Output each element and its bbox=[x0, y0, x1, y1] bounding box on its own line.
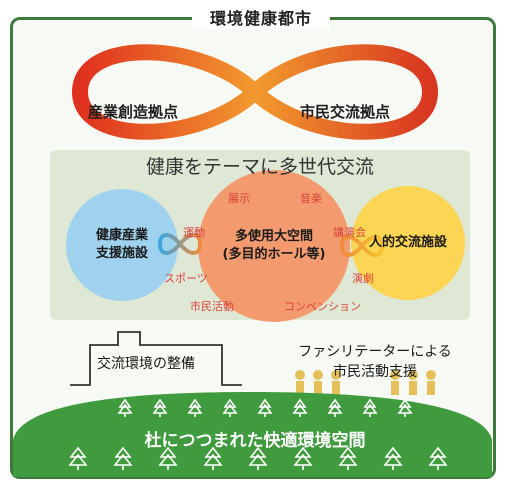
infinity-loop bbox=[72, 44, 438, 140]
activity-label: 市民活動 bbox=[190, 300, 234, 313]
left-connector-loop bbox=[157, 233, 203, 255]
activity-label: 演劇 bbox=[352, 272, 374, 285]
activity-label: 運動 bbox=[183, 226, 205, 239]
right-circle-label: 人的交流施設 bbox=[368, 234, 447, 250]
house-outline bbox=[70, 331, 242, 386]
activity-label: 音楽 bbox=[300, 192, 322, 205]
band-title: 健康をテーマに多世代交流 bbox=[145, 156, 374, 178]
activity-label: 展示 bbox=[228, 192, 250, 205]
facilitator-figures bbox=[295, 370, 436, 395]
right-circle bbox=[351, 186, 465, 300]
forest-label: 杜につつまれた快適環境空間 bbox=[144, 431, 366, 451]
right-connector-loop bbox=[339, 235, 385, 257]
activity-label: コンベンション bbox=[284, 300, 361, 313]
loop-label-right: 市民交流拠点 bbox=[300, 103, 391, 121]
left-circle-label: 健康産業 支援施設 bbox=[95, 227, 148, 261]
loop-label-left: 産業創造拠点 bbox=[88, 103, 179, 121]
facilitator-label: ファシリテーターによる 市民活動支援 bbox=[298, 344, 452, 381]
center-circle bbox=[198, 170, 350, 322]
tree-icons bbox=[68, 398, 448, 470]
diagram-title: 環境健康都市 bbox=[192, 5, 330, 29]
house-label: 交流環境の整備 bbox=[97, 356, 195, 372]
center-circle-label: 多使用大空間 (多目的ホール等) bbox=[222, 228, 326, 262]
activity-label: 講演会 bbox=[333, 226, 366, 239]
activity-label: スポーツ bbox=[164, 272, 208, 285]
left-circle bbox=[66, 189, 178, 301]
